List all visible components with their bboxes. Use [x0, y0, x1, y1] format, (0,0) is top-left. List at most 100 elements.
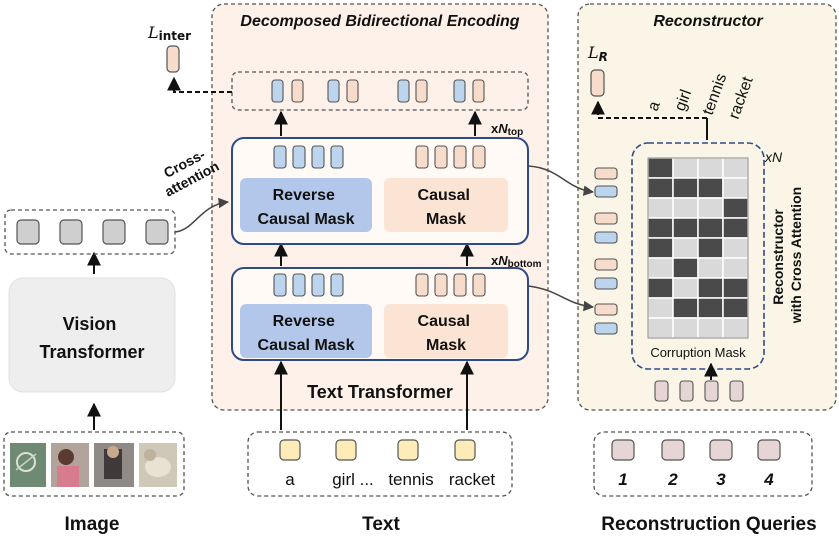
query-cell	[709, 439, 733, 461]
reconstructor-query-tokens	[654, 380, 744, 402]
tennis-photo-thumbnail	[10, 443, 46, 487]
mask-cell	[697, 157, 724, 179]
mask-cell	[697, 257, 724, 279]
text-token	[397, 439, 419, 461]
query-number: 3	[716, 470, 726, 489]
bottom-reverse-causal-mask	[240, 304, 372, 358]
text-token	[454, 439, 476, 461]
bottom-blue-tokens	[273, 273, 344, 297]
query-cell	[757, 439, 781, 461]
text-tokens-box	[247, 431, 513, 497]
mask-cell	[697, 177, 724, 199]
top-to-reconstructor-arrow	[527, 165, 595, 196]
text-token	[335, 439, 357, 461]
top-reverse-causal-mask	[240, 178, 372, 232]
girl-photo-thumbnail	[51, 443, 89, 487]
mask-cell	[697, 317, 724, 339]
text-word: tennis	[388, 470, 433, 489]
mask-cell	[672, 257, 699, 279]
reconstructor-title: Reconstructor	[653, 13, 763, 30]
mask-cell	[647, 157, 674, 179]
reconstruction-query-cells	[611, 439, 781, 461]
top-blue-tokens	[273, 145, 344, 169]
mask-cell	[647, 237, 674, 259]
loss-inter-label: Linter	[147, 23, 191, 43]
loss-inter-connector	[167, 76, 232, 93]
reconstructor-xn-label: xN	[764, 149, 783, 165]
top-causal-mask	[384, 178, 508, 232]
mask-cell	[672, 297, 699, 319]
visual-token	[102, 219, 126, 245]
cross-attention-arrow	[174, 197, 230, 233]
mask-cell	[722, 237, 749, 259]
mask-cell	[672, 237, 699, 259]
loss-r-token	[590, 69, 605, 97]
output-token-pairs	[271, 79, 485, 103]
mask-cell	[672, 177, 699, 199]
query-cell	[611, 439, 635, 461]
query-number: 1	[618, 470, 627, 489]
mask-cell	[647, 197, 674, 219]
mask-cell	[672, 277, 699, 299]
vision-transformer-label: Vision Transformer	[39, 314, 144, 362]
xn-bottom-label: xNbottom	[491, 253, 542, 270]
mask-cell	[697, 297, 724, 319]
dbe-title: Decomposed Bidirectional Encoding	[240, 13, 519, 30]
top-peach-tokens	[415, 145, 486, 169]
text-label: Text	[362, 514, 400, 535]
query-cell	[661, 439, 685, 461]
reconstructed-word: girl	[672, 87, 695, 113]
mask-cell	[722, 217, 749, 239]
mask-cell	[647, 277, 674, 299]
text-word: a	[285, 470, 295, 489]
query-number: 4	[763, 470, 774, 489]
mask-cell	[647, 317, 674, 339]
mask-cell	[647, 297, 674, 319]
bottom-causal-mask	[384, 304, 508, 358]
reconstructor-side-label: Reconstructor with Cross Attention	[770, 187, 804, 324]
bottom-peach-tokens	[415, 273, 486, 297]
text-transformer-label: Text Transformer	[307, 382, 453, 402]
top-reverse-mask-label: Reverse Causal Mask	[258, 187, 355, 228]
reconstruction-queries-label: Reconstruction Queries	[601, 514, 816, 535]
text-word: racket	[449, 470, 496, 489]
visual-token	[145, 219, 169, 245]
mask-cell	[672, 317, 699, 339]
player-photo-thumbnail	[94, 443, 134, 487]
query-numbers: 1 2 3 4	[618, 470, 774, 489]
mask-cell	[722, 277, 749, 299]
query-number: 2	[667, 470, 678, 489]
mask-cell	[647, 257, 674, 279]
dog-photo-thumbnail	[139, 443, 177, 487]
mask-cell	[697, 197, 724, 219]
text-word: girl ...	[332, 470, 374, 489]
mask-cell	[647, 177, 674, 199]
mask-cell	[672, 217, 699, 239]
mask-cell	[722, 297, 749, 319]
reconstruction-queries-box	[593, 431, 813, 497]
text-token	[279, 439, 301, 461]
bottom-reverse-mask-label: Reverse Causal Mask	[258, 313, 355, 354]
mask-cell	[672, 197, 699, 219]
visual-token	[59, 219, 83, 245]
loss-r-label: LR	[587, 43, 608, 64]
mask-cell	[722, 177, 749, 199]
mask-cell	[722, 157, 749, 179]
output-tokens-box	[231, 71, 529, 111]
mask-cell	[647, 217, 674, 239]
top-causal-mask-label: Causal Mask	[418, 187, 475, 228]
mask-cell	[672, 157, 699, 179]
text-input-tokens	[279, 439, 476, 461]
reconstructor-block	[631, 142, 765, 370]
loss-r-connector	[591, 100, 707, 119]
corruption-mask-label: Corruption Mask	[650, 345, 746, 360]
mask-cell	[697, 217, 724, 239]
bottom-to-reconstructor-arrow	[527, 285, 595, 312]
mask-cell	[722, 257, 749, 279]
image-label: Image	[65, 514, 120, 535]
mask-cell	[722, 197, 749, 219]
xn-top-label: xNtop	[491, 121, 523, 138]
mask-cell	[722, 317, 749, 339]
mask-grid-border	[647, 157, 749, 339]
